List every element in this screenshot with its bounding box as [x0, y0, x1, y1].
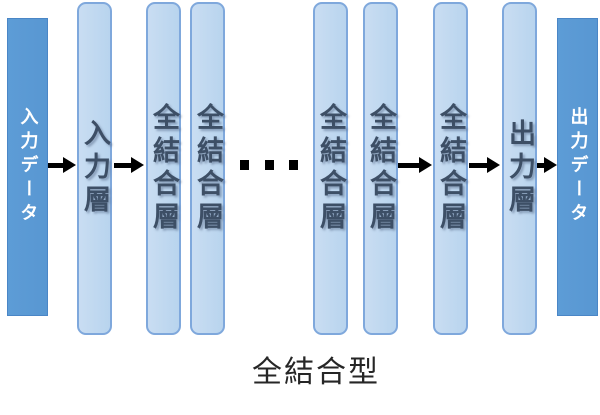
layer-bar-fc-4: 全結合層 [363, 2, 398, 335]
input-data-bar: 入力データ [7, 18, 48, 316]
layer-bar-fc-5: 全結合層 [433, 2, 468, 335]
arrow-head [63, 157, 76, 173]
layer-label: 全結合層 [435, 102, 466, 235]
arrow-right-icon [469, 157, 500, 173]
layer-bar-fc-2: 全結合層 [190, 2, 225, 335]
arrow-shaft [114, 163, 132, 168]
layer-bar-fc-3: 全結合層 [313, 2, 348, 335]
arrow-right-icon [114, 157, 144, 173]
ellipsis-dot [264, 160, 274, 170]
arrow-right-icon [537, 157, 557, 173]
ellipsis-dot [240, 160, 249, 170]
arrow-right-icon [398, 157, 432, 173]
layer-bar-fc-1: 全結合層 [146, 2, 181, 335]
arrow-shaft [48, 163, 64, 168]
arrow-shaft [398, 163, 420, 168]
output-data-bar: 出力データ [557, 18, 598, 316]
layer-label: 全結合層 [365, 102, 396, 235]
arrow-head [544, 157, 557, 173]
layer-label: 全結合層 [148, 102, 179, 235]
input-data-label: 入力データ [17, 107, 39, 227]
layer-label: 全結合層 [315, 102, 346, 235]
ellipsis-dot [289, 160, 298, 170]
layer-label: 入力層 [79, 119, 110, 218]
arrow-shaft [537, 163, 545, 168]
layer-label: 全結合層 [192, 102, 223, 235]
diagram-caption: 全結合型 [252, 355, 380, 390]
layer-bar-input: 入力層 [77, 2, 112, 335]
layer-label: 出力層 [504, 119, 535, 218]
arrow-right-icon [48, 157, 76, 173]
output-data-label: 出力データ [567, 107, 589, 227]
ellipsis-icon [240, 160, 298, 170]
arrow-head [487, 157, 500, 173]
layer-bar-output: 出力層 [502, 2, 537, 335]
arrow-shaft [469, 163, 488, 168]
arrow-head [419, 157, 432, 173]
arrow-head [131, 157, 144, 173]
